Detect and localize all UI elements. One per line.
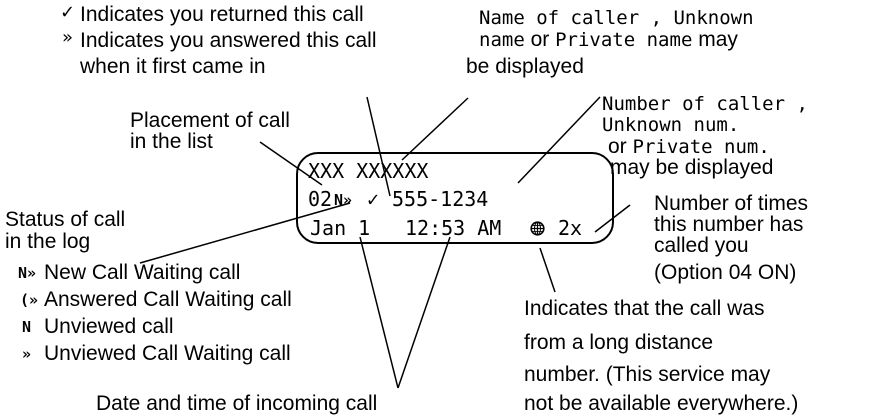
new-call-waiting-icon: N» [18, 264, 37, 282]
globe-icon [530, 221, 545, 241]
display-number: 555-1234 [392, 187, 489, 211]
status-item-answered-call-waiting: Answered Call Waiting call [44, 288, 292, 311]
line-placement [259, 141, 323, 186]
status-heading-line2: in the log [5, 230, 91, 253]
status-item-unviewed-call-waiting: Unviewed Call Waiting call [44, 342, 291, 365]
display-date: Jan 1 [310, 216, 371, 240]
status-item-new-call-waiting: New Call Waiting call [44, 261, 241, 284]
line-number [517, 96, 601, 184]
display-call-count: 2x [558, 216, 583, 240]
long-distance-line2: from a long distance [524, 331, 714, 354]
display-caller-name: XXX XXXXXX [308, 159, 429, 183]
number-note-line2: Unknown num. [602, 114, 740, 136]
times-note-line4: (Option 04 ON) [654, 261, 797, 284]
line-status [139, 202, 351, 264]
status-heading-line1: Status of call [5, 208, 126, 231]
datetime-label: Date and time of incoming call [96, 392, 378, 415]
name-note-line3: be displayed [466, 55, 584, 78]
number-note-line3: or Private num. [608, 135, 770, 159]
times-note-line1: Number of times [654, 192, 809, 215]
line-time [397, 236, 451, 389]
placement-line2: in the list [130, 130, 213, 153]
placement-line1: Placement of call [130, 109, 290, 132]
answered-call-icon: » [62, 27, 74, 48]
display-check-icon: ✓ [367, 187, 380, 211]
unviewed-call-waiting-icon: » [22, 345, 32, 363]
name-note-line1: Name of caller , Unknown [479, 7, 754, 29]
checkmark-icon: ✓ [60, 2, 76, 23]
display-time: 12:53 AM [405, 216, 502, 240]
unviewed-call-icon: N [22, 318, 32, 336]
answered-call-text: Indicates you answered this call [80, 29, 377, 52]
status-item-unviewed: Unviewed call [44, 315, 174, 338]
display-status-symbol: N» [334, 191, 353, 209]
returned-call-text: Indicates you returned this call [80, 3, 364, 26]
line-date [359, 236, 399, 389]
long-distance-line1: Indicates that the call was [524, 297, 765, 320]
number-note-line1: Number of caller , [602, 93, 808, 115]
long-distance-line3: number. (This service may [524, 363, 771, 386]
display-list-position: 02 [308, 187, 333, 211]
answered-call-text-2: when it first came in [80, 55, 266, 78]
times-note-line3: called you [654, 234, 749, 257]
answered-call-waiting-icon: (» [20, 291, 39, 309]
line-globe [539, 247, 556, 293]
line-name [401, 97, 469, 161]
times-note-line2: this number has [654, 213, 804, 236]
lcd-display [296, 152, 614, 244]
line-returned [366, 96, 391, 197]
long-distance-line4: not be available everywhere.) [524, 392, 799, 415]
number-note-line4: may be displayed [610, 156, 774, 179]
name-note-line2: name or Private name may [479, 28, 738, 51]
